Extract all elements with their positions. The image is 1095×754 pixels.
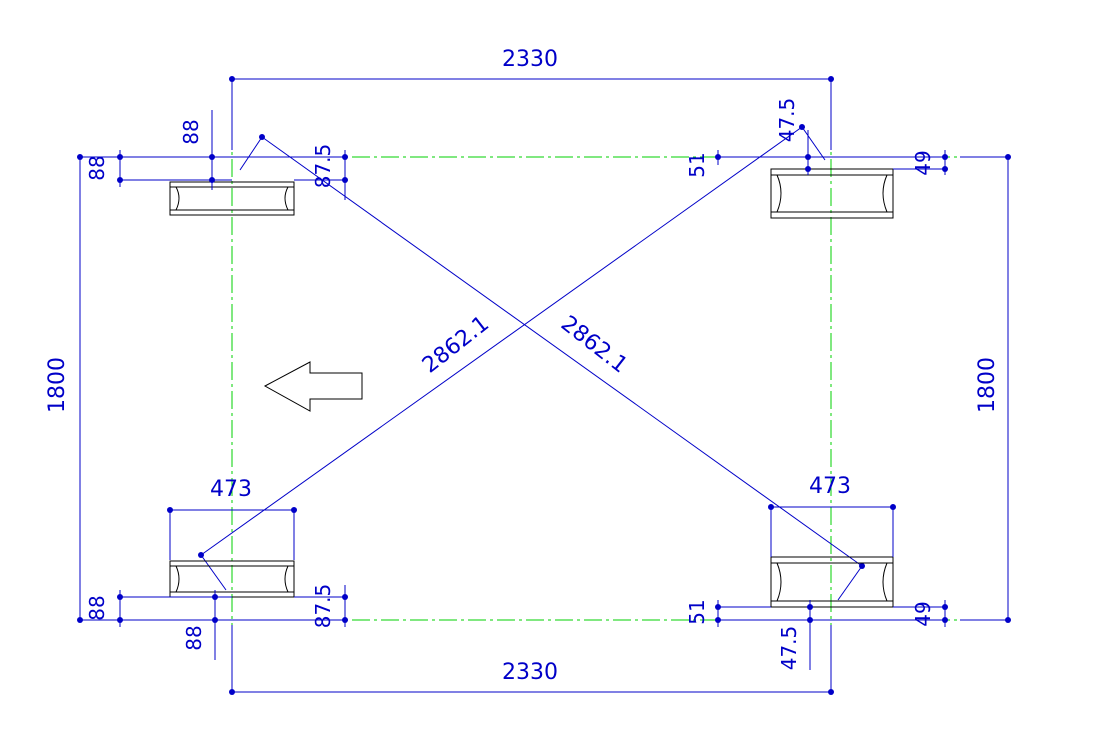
bottom-width-label: 2330 — [502, 660, 558, 685]
pad-bottom-right — [770, 556, 894, 608]
br-left-label: 51 — [685, 599, 709, 624]
arrow-left-icon — [263, 361, 363, 412]
tl-offset-x-label: 88 — [179, 119, 203, 144]
tr-offset-x-label: 47.5 — [775, 98, 799, 143]
br-right-label: 49 — [911, 601, 935, 626]
bottom-right-details: 47.5 51 49 473 — [685, 474, 948, 670]
right-height-label: 1800 — [975, 357, 1000, 413]
pad-top-right — [770, 168, 894, 219]
br-offset-x-label: 47.5 — [777, 626, 801, 671]
tl-offset-y-label: 88 — [85, 155, 109, 180]
pad-top-left — [169, 181, 295, 216]
top-width-dimension: 2330 — [229, 47, 834, 150]
tr-right-label: 49 — [911, 150, 935, 175]
top-width-label: 2330 — [502, 47, 558, 72]
bottom-width-dimension: 2330 — [229, 625, 834, 695]
left-height-dimension: 1800 — [45, 154, 120, 623]
diagonal-b-label: 2862.1 — [556, 311, 632, 378]
tl-pad-offset-label: 87.5 — [311, 144, 335, 189]
tr-left-label: 51 — [685, 152, 709, 177]
bl-offset-x-label: 88 — [182, 625, 206, 650]
right-height-dimension: 1800 — [960, 154, 1011, 623]
br-pad-width-label: 473 — [809, 474, 851, 499]
left-height-label: 1800 — [45, 357, 70, 413]
bl-pad-width-label: 473 — [210, 477, 252, 502]
top-right-details: 47.5 51 49 — [685, 98, 948, 178]
bl-offset-y-label: 88 — [85, 595, 109, 620]
bottom-left-details: 88 88 87.5 473 — [85, 477, 348, 660]
diagonal-a-label: 2862.1 — [418, 311, 494, 378]
top-left-details: 88 88 87.5 — [85, 110, 348, 200]
bl-pad-offset-label: 87.5 — [311, 584, 335, 629]
diagonal-lines: 2862.1 2862.1 — [198, 124, 865, 601]
centerline-frame — [120, 130, 960, 645]
